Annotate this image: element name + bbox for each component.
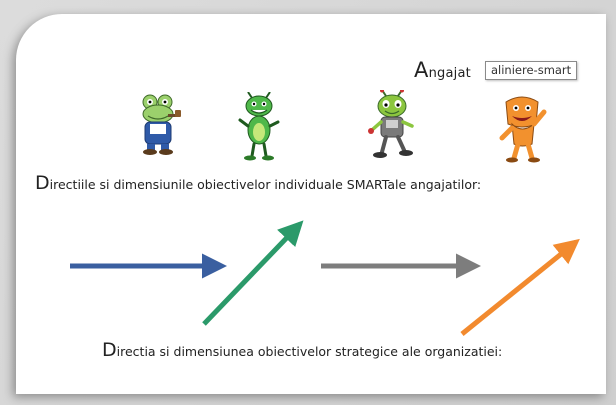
tooltip: aliniere-smart (485, 61, 578, 80)
alignment-arrows (70, 220, 580, 336)
heading-individual-initial: D (35, 172, 50, 194)
frog-character-icon (142, 94, 181, 155)
green-bug-character-icon (238, 92, 280, 161)
slide-card: Angajat aliniere-smart (16, 14, 606, 394)
green-alien-character-icon (368, 90, 414, 158)
heading-individual-text: irectiile si dimensiunile obiectivelor i… (49, 177, 482, 192)
slide-title-initial: A (414, 58, 429, 82)
orange-creature-character-icon (499, 96, 547, 163)
heading-individual-objectives: Directiile si dimensiunile obiectivelor … (35, 172, 481, 194)
orange-arrow (460, 238, 580, 336)
heading-strategic-initial: D (102, 339, 117, 361)
green-arrow (202, 220, 304, 326)
slide-title-rest: ngajat (428, 66, 471, 81)
heading-strategic-text: irectia si dimensiunea obiectivelor stra… (116, 344, 503, 359)
heading-strategic-objectives: Directia si dimensiunea obiectivelor str… (102, 339, 502, 361)
slide-title: Angajat (414, 58, 471, 82)
